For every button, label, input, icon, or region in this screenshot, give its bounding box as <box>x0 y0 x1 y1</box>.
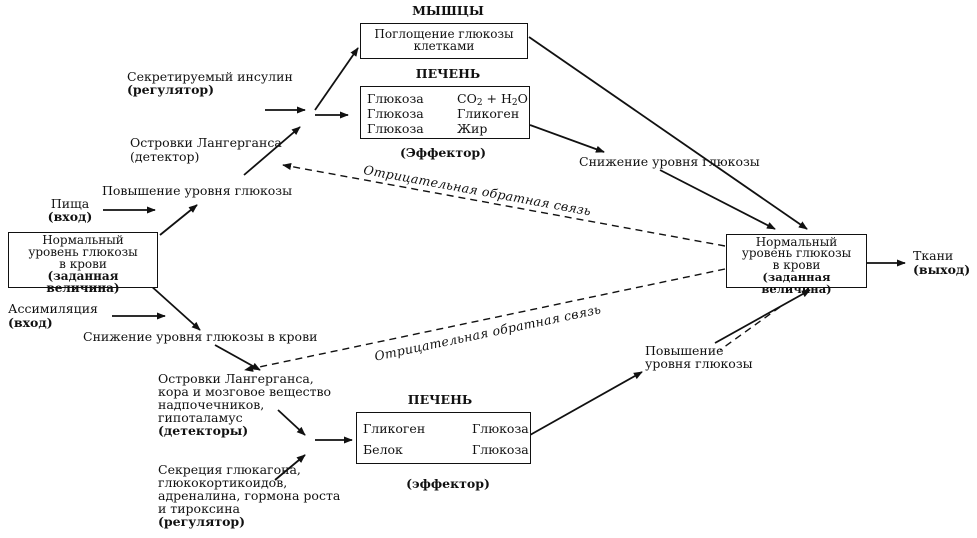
normal-left-line2: уровень глюкозы <box>28 245 138 259</box>
tissues-role: (выход) <box>913 262 971 277</box>
secretion-role: (регулятор) <box>158 514 246 529</box>
liver-top-row3-left: Глюкоза <box>367 121 424 136</box>
normal-right-line3: в крови <box>772 258 821 272</box>
normal-right-line4: (заданная величина) <box>761 270 832 296</box>
liver-top-title: ПЕЧЕНЬ <box>415 66 481 81</box>
liver-bottom-row2-left: Белок <box>363 442 403 457</box>
increase-bottom-line2: уровня глюкозы <box>645 356 753 371</box>
normal-right-box: Нормальный уровень глюкозы в крови (зада… <box>726 234 867 294</box>
detectors-to-junction-arrow <box>277 409 306 436</box>
liver-bottom-box: Гликоген Глюкоза Белок Глюкоза <box>356 412 531 464</box>
insulin-role: (регулятор) <box>127 82 215 97</box>
junction-to-muscles-arrow <box>314 47 359 111</box>
decrease-blood-label: Снижение уровня глюкозы в крови <box>83 329 318 344</box>
tissues-label: Ткани <box>913 248 954 263</box>
secretion-to-junction-arrow <box>274 454 306 481</box>
increase-to-normal-arrow <box>714 289 811 344</box>
increase-to-islets-arrow <box>159 204 198 236</box>
liver-top-row2-left: Глюкоза <box>367 106 424 121</box>
muscles-box: Поглощение глюкозы клетками <box>360 23 528 59</box>
liver-bottom-row1-left: Гликоген <box>363 421 426 436</box>
islets-to-insulin-arrow <box>243 126 301 176</box>
islets-top-role: (детектор) <box>130 149 200 164</box>
normal-right-line2: уровень глюкозы <box>741 246 852 260</box>
secretion-line4: и тироксина <box>158 501 241 516</box>
islets-top-label: Островки Лангерганса <box>130 135 282 150</box>
normal-left-line3: в крови <box>59 257 107 271</box>
decrease-glucose-label: Снижение уровня глюкозы <box>579 154 760 169</box>
food-role: (вход) <box>47 209 93 224</box>
liver-top-row2-right: Гликоген <box>457 106 520 121</box>
secretion-line1: Секреция глюкагона, <box>158 462 301 477</box>
detectors-line1: Островки Лангерганса, <box>158 371 314 386</box>
increase-glucose-label: Повышение уровня глюкозы <box>102 183 293 198</box>
liver-top-row1-right: CO2 + H2O <box>457 91 528 108</box>
detectors-line3: надпочечников, <box>158 397 265 412</box>
normal-left-line1: Нормальный <box>42 233 124 247</box>
normal-left-box: Нормальный уровень глюкозы в крови (зада… <box>8 232 158 294</box>
muscles-title: МЫШЦЫ <box>412 3 484 18</box>
assimilation-label: Ассимиляция <box>8 301 98 316</box>
secretion-line2: глюкокортикоидов, <box>158 475 288 490</box>
detectors-line4: гипоталамус <box>158 410 243 425</box>
food-label: Пища <box>50 196 90 211</box>
liver-top-effector: (Эффектор) <box>399 145 487 160</box>
assimilation-role: (вход) <box>8 315 53 330</box>
normal-right-line1: Нормальный <box>755 235 838 249</box>
liver-bottom-title: ПЕЧЕНЬ <box>407 392 473 407</box>
liver-top-box: Глюкоза CO2 + H2O Глюкоза Гликоген Глюко… <box>360 86 530 139</box>
decrease-to-detectors-arrow <box>214 344 261 371</box>
neg-feedback-top-line <box>282 162 726 247</box>
normal-to-decrease-arrow <box>149 284 201 331</box>
detectors-line2: кора и мозговое вещество <box>158 384 332 399</box>
decrease-to-normal-arrow <box>659 169 776 230</box>
muscles-box-line2: клетками <box>413 39 475 53</box>
secretion-line3: адреналина, гормона роста <box>158 488 341 503</box>
muscles-to-normal-arrow <box>528 36 808 230</box>
muscles-box-line1: Поглощение глюкозы <box>374 27 514 41</box>
detectors-role: (детекторы) <box>158 423 249 438</box>
liver-bottom-effector: (эффектор) <box>406 476 490 491</box>
liver-bottom-row1-right: Глюкоза <box>472 421 529 436</box>
insulin-label: Секретируемый инсулин <box>127 69 293 84</box>
neg-feedback-bottom-line <box>244 268 726 372</box>
liver-bottom-row2-right: Глюкоза <box>472 442 529 457</box>
liver-to-decrease-arrow <box>529 124 605 153</box>
liver-top-row3-right: Жир <box>457 121 488 136</box>
neg-feedback-mid-dash <box>719 306 781 351</box>
liver-top-row1-left: Глюкоза <box>367 91 424 106</box>
normal-left-line4: (заданная величина) <box>46 269 120 295</box>
liver-bottom-to-increase-arrow <box>529 371 643 436</box>
increase-bottom-line1: Повышение <box>645 343 724 358</box>
